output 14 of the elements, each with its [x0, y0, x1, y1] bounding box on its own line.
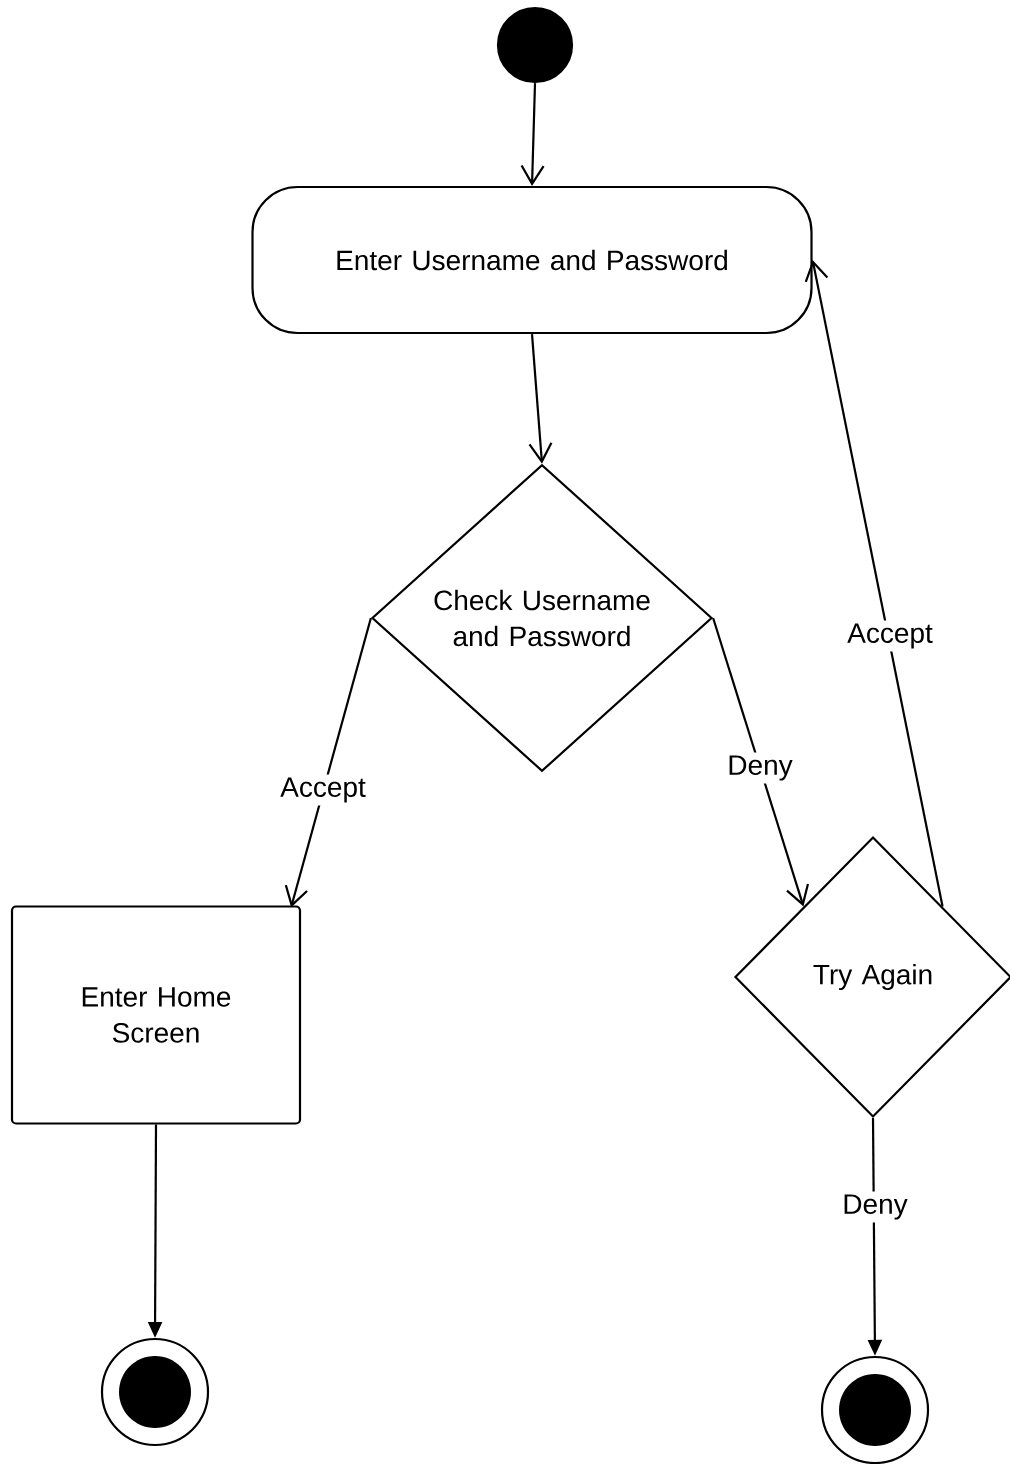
arrow: [712, 617, 809, 907]
end-node: [100, 1337, 210, 1447]
start-node: [496, 6, 574, 84]
process-box: Enter Home Screen: [10, 905, 302, 1125]
edge-label: Accept: [844, 620, 936, 652]
edge-label: Deny: [839, 1191, 911, 1223]
arrow: [520, 83, 545, 186]
arrow: [284, 617, 372, 908]
arrow: [528, 334, 553, 464]
edge-label: Deny: [724, 752, 796, 784]
edge-label: Accept: [277, 774, 369, 806]
activity-box: Enter Username and Password: [251, 185, 813, 335]
arrow: [804, 260, 944, 907]
end-node: [820, 1355, 930, 1464]
